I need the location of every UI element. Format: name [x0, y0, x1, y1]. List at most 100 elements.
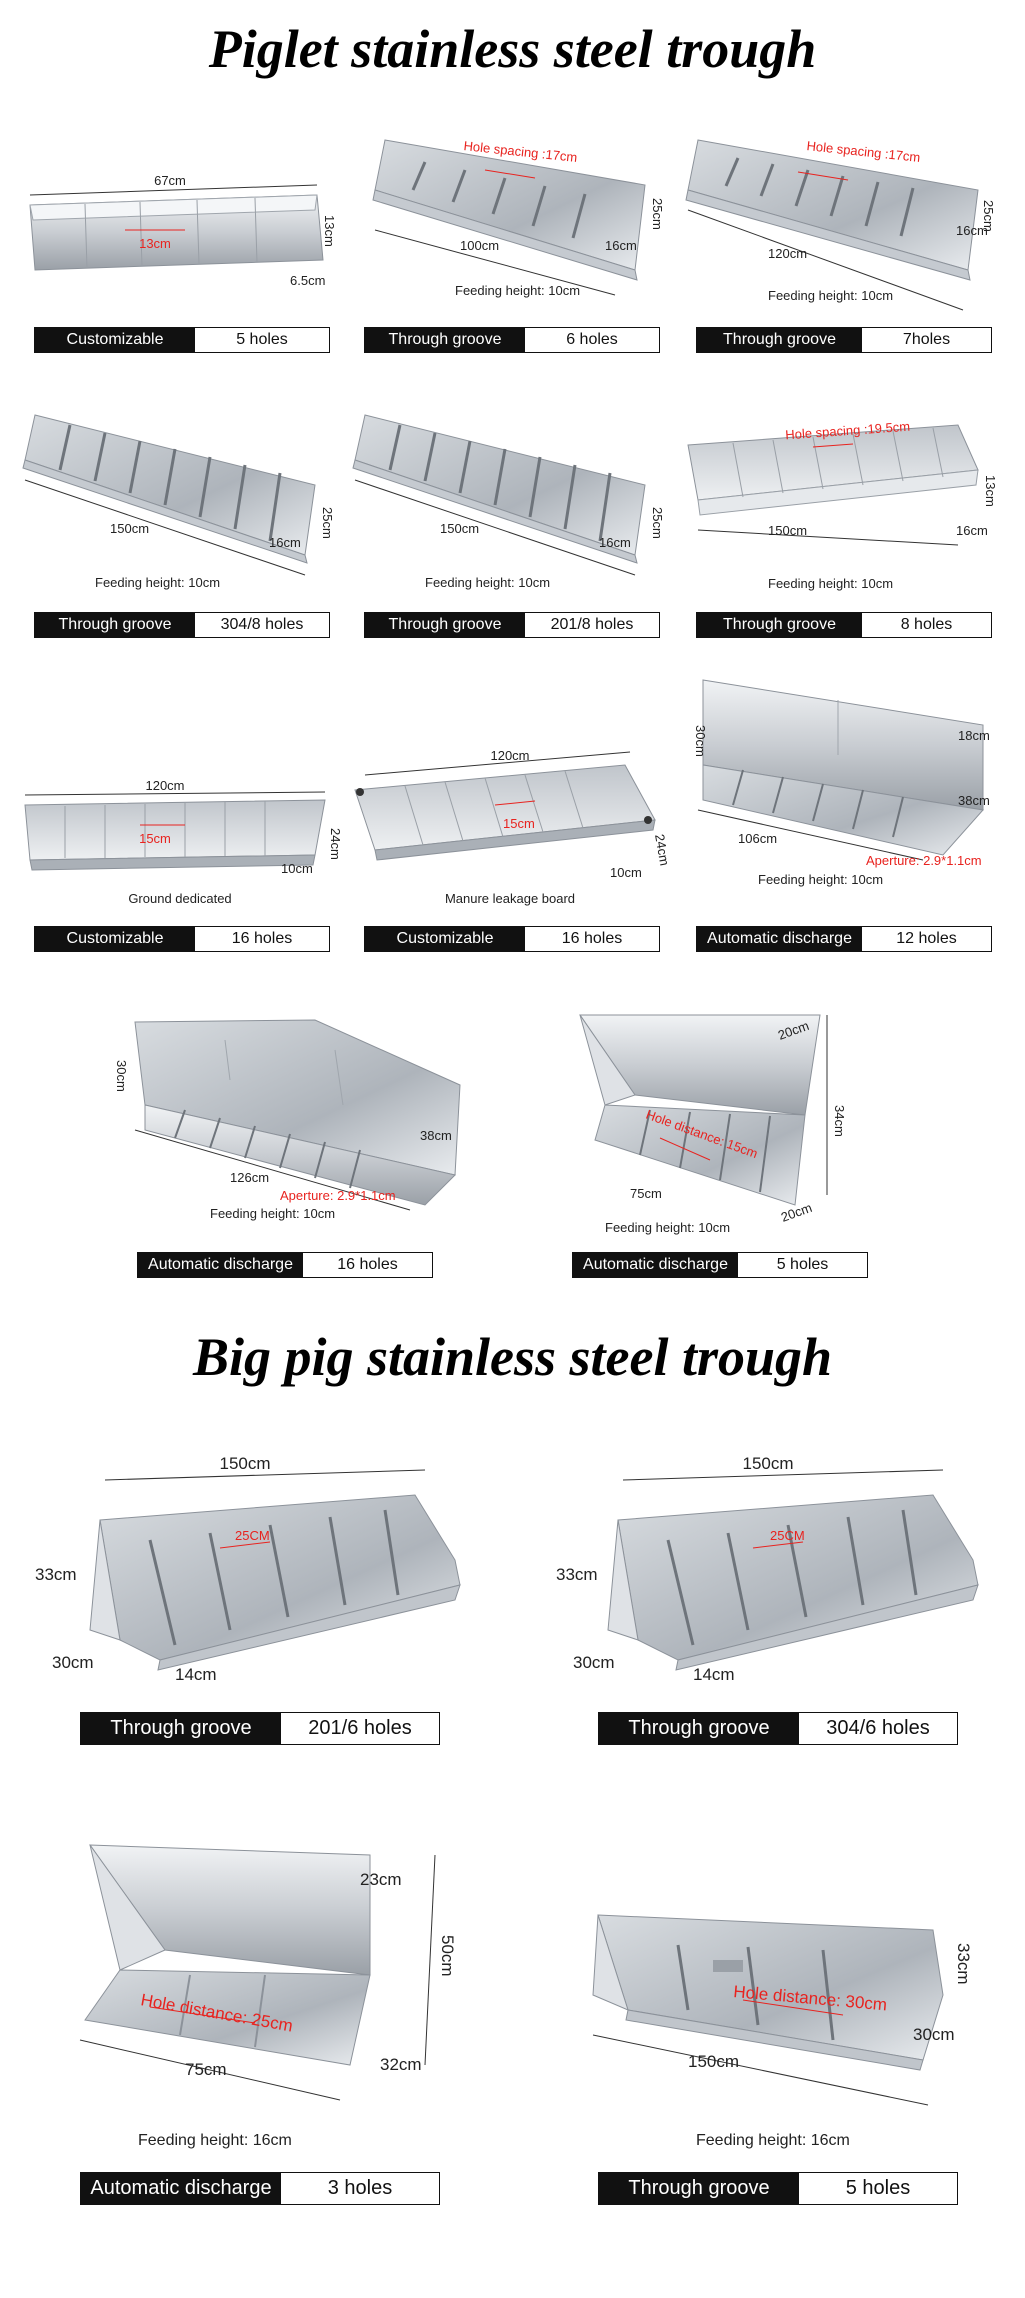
dim-depth: 38cm: [958, 793, 990, 808]
hole-count-label: 304/8 holes: [220, 616, 304, 633]
dim-height: 33cm: [556, 1565, 598, 1584]
product-photo: 30cm 18cm 38cm 106cm Aperture: 2.9*1.1cm…: [688, 679, 998, 920]
dim-height: 13cm: [322, 215, 337, 247]
dim-height: 24cm: [328, 828, 343, 860]
product-label: Customizable 5 holes: [34, 327, 330, 353]
product-card: 23cm 50cm Hole distance: 25cm 75cm 32cm …: [30, 1835, 470, 2225]
dim-top: 23cm: [360, 1870, 402, 1889]
dim-spacing: 13cm: [139, 236, 171, 251]
product-photo: Hole spacing :17cm 120cm 25cm 16cm Feedi…: [685, 110, 998, 320]
hole-count-label: 16 holes: [337, 1256, 398, 1273]
product-type-label: Automatic discharge: [697, 927, 862, 951]
product-label: Automatic discharge 3 holes: [80, 2172, 440, 2205]
dim-length: 120cm: [145, 778, 184, 793]
product-label: Through groove 201/6 holes: [80, 1712, 440, 1745]
product-card: 20cm 34cm Hole distance: 15cm 75cm 20cm …: [565, 1010, 875, 1290]
dim-height: 33cm: [954, 1943, 973, 1985]
dim-length: 150cm: [688, 2052, 739, 2071]
product-photo: 23cm 50cm Hole distance: 25cm 75cm 32cm …: [30, 1835, 470, 2165]
product-card: 33cm Hole distance: 30cm 30cm 150cm Feed…: [548, 1835, 988, 2225]
product-card: 150cm 25CM 33cm 30cm 14cm Through groove…: [548, 1454, 988, 1755]
product-photo: 150cm 25CM 33cm 30cm 14cm: [548, 1454, 988, 1700]
product-type-label: Through groove: [599, 2173, 799, 2204]
product-type-label: Customizable: [365, 927, 525, 951]
feeding-height: Feeding height: 10cm: [758, 872, 883, 887]
dim-height: 25cm: [320, 507, 335, 539]
dim-top: 18cm: [958, 728, 990, 743]
dim-height: 25cm: [650, 198, 665, 230]
product-photo: 20cm 34cm Hole distance: 15cm 75cm 20cm …: [565, 1010, 875, 1250]
dim-spacing: 25CM: [235, 1528, 270, 1543]
product-card: 150cm 25cm 16cm Feeding height: 10cm Thr…: [352, 395, 665, 645]
product-type-label: Through groove: [81, 1713, 281, 1744]
dim-bottom: 14cm: [693, 1665, 735, 1684]
hole-count-label: 5 holes: [776, 1256, 829, 1273]
dim-depth: 16cm: [599, 535, 631, 550]
dim-length: 150cm: [440, 521, 479, 536]
feeding-height: Feeding height: 16cm: [138, 2132, 292, 2149]
feeding-height: Feeding height: 10cm: [425, 575, 550, 590]
product-label: Customizable 16 holes: [364, 926, 660, 952]
product-photo: 33cm Hole distance: 30cm 30cm 150cm Feed…: [548, 1835, 988, 2165]
dim-spacing: 25CM: [770, 1528, 805, 1543]
hole-count-label: 16 holes: [231, 930, 293, 947]
hole-count-label: 16 holes: [561, 930, 623, 947]
hole-count-label: 8 holes: [900, 616, 953, 633]
dim-length: 150cm: [110, 521, 149, 536]
product-label: Through groove 7holes: [696, 327, 992, 353]
product-label: Through groove 6 holes: [364, 327, 660, 353]
hole-count-label: 7holes: [902, 331, 951, 348]
product-label: Through groove 304/6 holes: [598, 1712, 958, 1745]
dim-height: 13cm: [983, 475, 998, 507]
product-type-label: Automatic discharge: [138, 1253, 303, 1277]
product-label: Through groove 5 holes: [598, 2172, 958, 2205]
dim-length: 100cm: [460, 238, 499, 253]
product-label: Through groove 304/8 holes: [34, 612, 330, 638]
product-photo: 120cm 15cm 24cm 10cm Ground dedicated: [24, 680, 343, 920]
feeding-height: Feeding height: 10cm: [768, 288, 893, 303]
dim-length: 75cm: [630, 1186, 662, 1201]
dim-height: 24cm: [652, 833, 672, 867]
product-photo: 120cm 15cm 24cm 10cm Manure leakage boar…: [354, 680, 672, 920]
dim-aperture: Aperture: 2.9*1.1cm: [280, 1188, 396, 1203]
product-card: Hole spacing :17cm 100cm 25cm 16cm Feedi…: [355, 110, 665, 360]
dim-spacing: 15cm: [503, 816, 535, 831]
product-type-label: Through groove: [599, 1713, 799, 1744]
dim-depth: 6.5cm: [290, 273, 325, 288]
section-title-piglet: Piglet stainless steel trough: [208, 19, 817, 79]
dim-bottom: 32cm: [380, 2055, 422, 2074]
feeding-height: Feeding height: 16cm: [696, 2132, 850, 2149]
product-type-label: Customizable: [35, 927, 195, 951]
feeding-height: Feeding height: 10cm: [95, 575, 220, 590]
product-type-label: Customizable: [35, 328, 195, 352]
dim-length: 126cm: [230, 1170, 269, 1185]
dim-depth: 16cm: [956, 223, 988, 238]
product-photo: 150cm 25cm 16cm Feeding height: 10cm: [352, 395, 665, 605]
product-photo: Hole spacing :19.5cm 150cm 13cm 16cm Fee…: [687, 395, 998, 605]
feeding-height: Feeding height: 10cm: [605, 1220, 730, 1235]
dim-depth: 30cm: [52, 1653, 94, 1672]
dim-length: 75cm: [185, 2060, 227, 2079]
dim-length: 67cm: [154, 173, 186, 188]
product-photo: 30cm 38cm 126cm Aperture: 2.9*1.1cm Feed…: [114, 1010, 465, 1250]
dim-length: 106cm: [738, 831, 777, 846]
product-card: 120cm 15cm 24cm 10cm Manure leakage boar…: [354, 680, 672, 960]
product-caption: Ground dedicated: [128, 891, 231, 906]
product-type-label: Through groove: [697, 328, 862, 352]
feeding-height: Feeding height: 10cm: [455, 283, 580, 298]
dim-depth: 16cm: [269, 535, 301, 550]
product-card: Hole spacing :19.5cm 150cm 13cm 16cm Fee…: [687, 395, 998, 645]
hole-count-label: 6 holes: [566, 331, 618, 348]
hole-count-label: 304/6 holes: [826, 1717, 930, 1739]
dim-bottom: 14cm: [175, 1665, 217, 1684]
product-type-label: Automatic discharge: [81, 2173, 281, 2204]
product-card: 67cm 13cm 13cm 6.5cm Customizable 5 hole…: [25, 110, 337, 360]
feeding-height: Feeding height: 10cm: [210, 1206, 335, 1221]
product-photo: 150cm 25cm 16cm Feeding height: 10cm: [22, 395, 335, 605]
dim-bottom: 20cm: [779, 1200, 814, 1225]
section-title-bigpig: Big pig stainless steel trough: [192, 1327, 833, 1387]
product-card: 120cm 15cm 24cm 10cm Ground dedicated Cu…: [24, 680, 343, 960]
product-caption: Manure leakage board: [445, 891, 575, 906]
dim-hole-spacing: Hole spacing :17cm: [806, 138, 921, 165]
product-card: Hole spacing :17cm 120cm 25cm 16cm Feedi…: [685, 110, 998, 360]
